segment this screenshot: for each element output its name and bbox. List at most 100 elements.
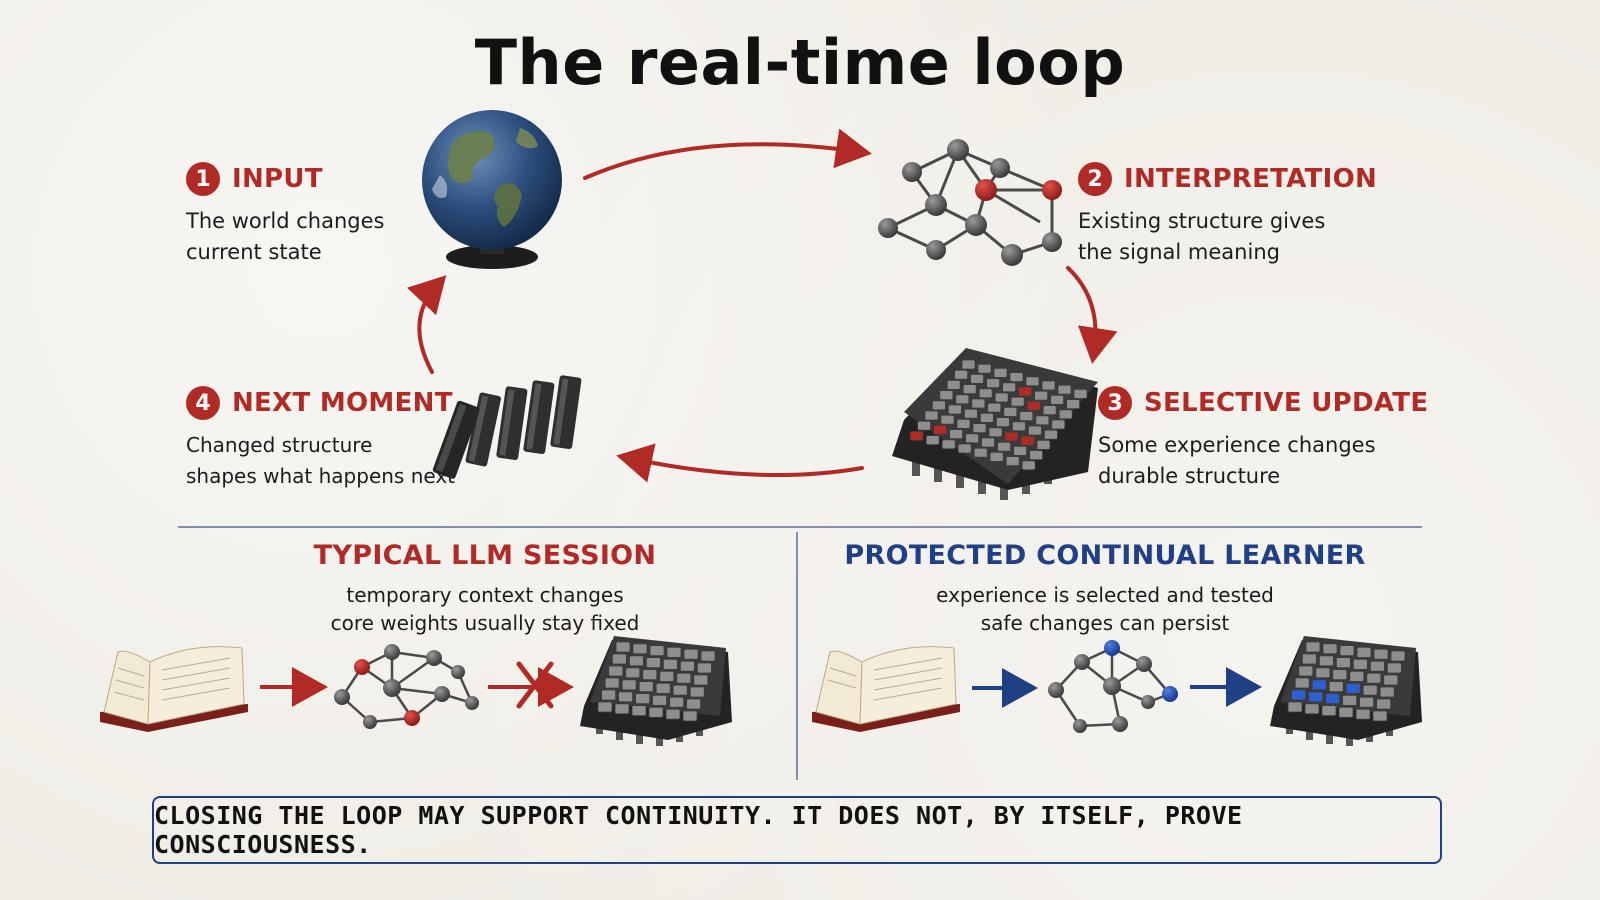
chip-key	[996, 417, 1010, 428]
chip-key	[965, 433, 979, 444]
chip-key	[1036, 439, 1051, 450]
chip-key	[939, 390, 954, 401]
step-input: 1 INPUT The world changes current state	[186, 162, 384, 268]
chip-key	[1355, 708, 1371, 720]
arrow-input-to-interpretation	[583, 128, 872, 180]
chip-key	[665, 708, 681, 720]
chip-key	[1305, 641, 1321, 653]
chip-key	[1372, 710, 1388, 722]
step-number-1: 1	[186, 162, 220, 196]
chip-key	[683, 648, 699, 660]
chip-key	[948, 404, 962, 415]
chip-key	[933, 424, 947, 435]
chip-key	[669, 696, 684, 708]
step-desc-line: current state	[186, 240, 322, 264]
chip-key	[1362, 684, 1378, 696]
chip-key	[909, 430, 924, 441]
chip-key	[618, 691, 633, 703]
chip-key	[1073, 388, 1088, 399]
book-icon	[812, 646, 960, 732]
chip-key	[1315, 667, 1331, 679]
chip-icon	[892, 348, 1098, 500]
chip-key	[1058, 409, 1073, 420]
chip-key	[604, 677, 620, 689]
chip-key	[1044, 429, 1058, 440]
chip-key	[987, 402, 1002, 413]
step-desc-line: shapes what happens next	[186, 464, 456, 488]
chip-key	[1383, 674, 1399, 686]
chip-key	[1002, 382, 1016, 393]
panel-sub-line: experience is selected and tested	[936, 583, 1274, 607]
chip-key	[1319, 655, 1334, 667]
network-icon	[1048, 640, 1178, 733]
panel-title-typical-llm: TYPICAL LLM SESSION	[313, 540, 657, 571]
chip-key	[1311, 679, 1327, 691]
chip-key	[957, 443, 972, 454]
blocked-arrow-icon	[488, 661, 574, 709]
chip-key	[648, 707, 664, 718]
step-title-next-moment: NEXT MOMENT	[232, 388, 453, 418]
globe-icon	[422, 110, 562, 269]
chip-key	[970, 373, 984, 384]
step-desc-line: durable structure	[1098, 464, 1281, 488]
chip-key	[1294, 677, 1310, 689]
chip-key	[977, 363, 992, 374]
chip-key	[941, 439, 956, 450]
chip-key	[946, 379, 961, 390]
panel-title-protected-learner: PROTECTED CONTINUAL LEARNER	[844, 540, 1366, 571]
chip-key	[697, 662, 712, 674]
chip-key	[1302, 653, 1317, 665]
footer-text: CLOSING THE LOOP MAY SUPPORT CONTINUITY.…	[154, 801, 1243, 859]
chip-key	[1332, 669, 1348, 680]
chip-key	[954, 369, 968, 380]
chip-key	[1336, 657, 1351, 668]
step-desc-line: Existing structure gives	[1078, 209, 1326, 233]
chip-key	[1328, 681, 1344, 692]
step-number-4: 4	[186, 386, 220, 420]
chip-key	[676, 672, 692, 684]
chip-key	[1042, 405, 1057, 416]
chip-key	[932, 400, 946, 411]
chip-key	[1050, 394, 1064, 405]
chip-key	[663, 659, 678, 670]
chip-key	[1356, 647, 1372, 658]
chip-key	[1291, 689, 1306, 701]
chip-key	[1287, 701, 1303, 713]
chip-key	[621, 679, 637, 691]
chip-key	[994, 392, 1009, 403]
chip-key	[1308, 691, 1323, 703]
chip-key	[971, 398, 986, 409]
panel-typical-llm: TYPICAL LLM SESSION temporary context ch…	[180, 540, 790, 637]
chip-key	[614, 703, 630, 715]
chip-key	[978, 388, 993, 399]
chip-key	[1004, 431, 1019, 442]
chip-key	[964, 408, 978, 419]
network-icon	[334, 644, 479, 729]
chip-key	[986, 378, 1000, 389]
chip-key	[961, 359, 976, 370]
chip-key	[1353, 659, 1368, 670]
chip-key	[1304, 703, 1320, 715]
chip-key	[1298, 665, 1314, 677]
arrow-update-to-next	[616, 443, 864, 483]
chip-key	[1029, 450, 1043, 461]
chip-key	[672, 684, 688, 696]
chip-key	[682, 710, 698, 722]
chip-key	[1376, 698, 1391, 710]
chip-key	[1019, 411, 1034, 422]
chip-key	[1338, 707, 1354, 718]
step-number-3: 3	[1098, 386, 1132, 420]
chip-key	[980, 412, 994, 423]
chip-key	[1028, 425, 1042, 436]
chip-key	[632, 643, 648, 655]
chip-key	[700, 650, 716, 662]
chip-key	[1321, 705, 1337, 716]
step-title-interpretation: INTERPRETATION	[1124, 164, 1378, 194]
chip-key	[981, 437, 995, 448]
step-number-2: 2	[1078, 162, 1112, 196]
chip-key	[649, 645, 665, 656]
chip-key	[972, 423, 987, 434]
chip-key	[689, 686, 705, 698]
chip-key	[625, 667, 641, 679]
